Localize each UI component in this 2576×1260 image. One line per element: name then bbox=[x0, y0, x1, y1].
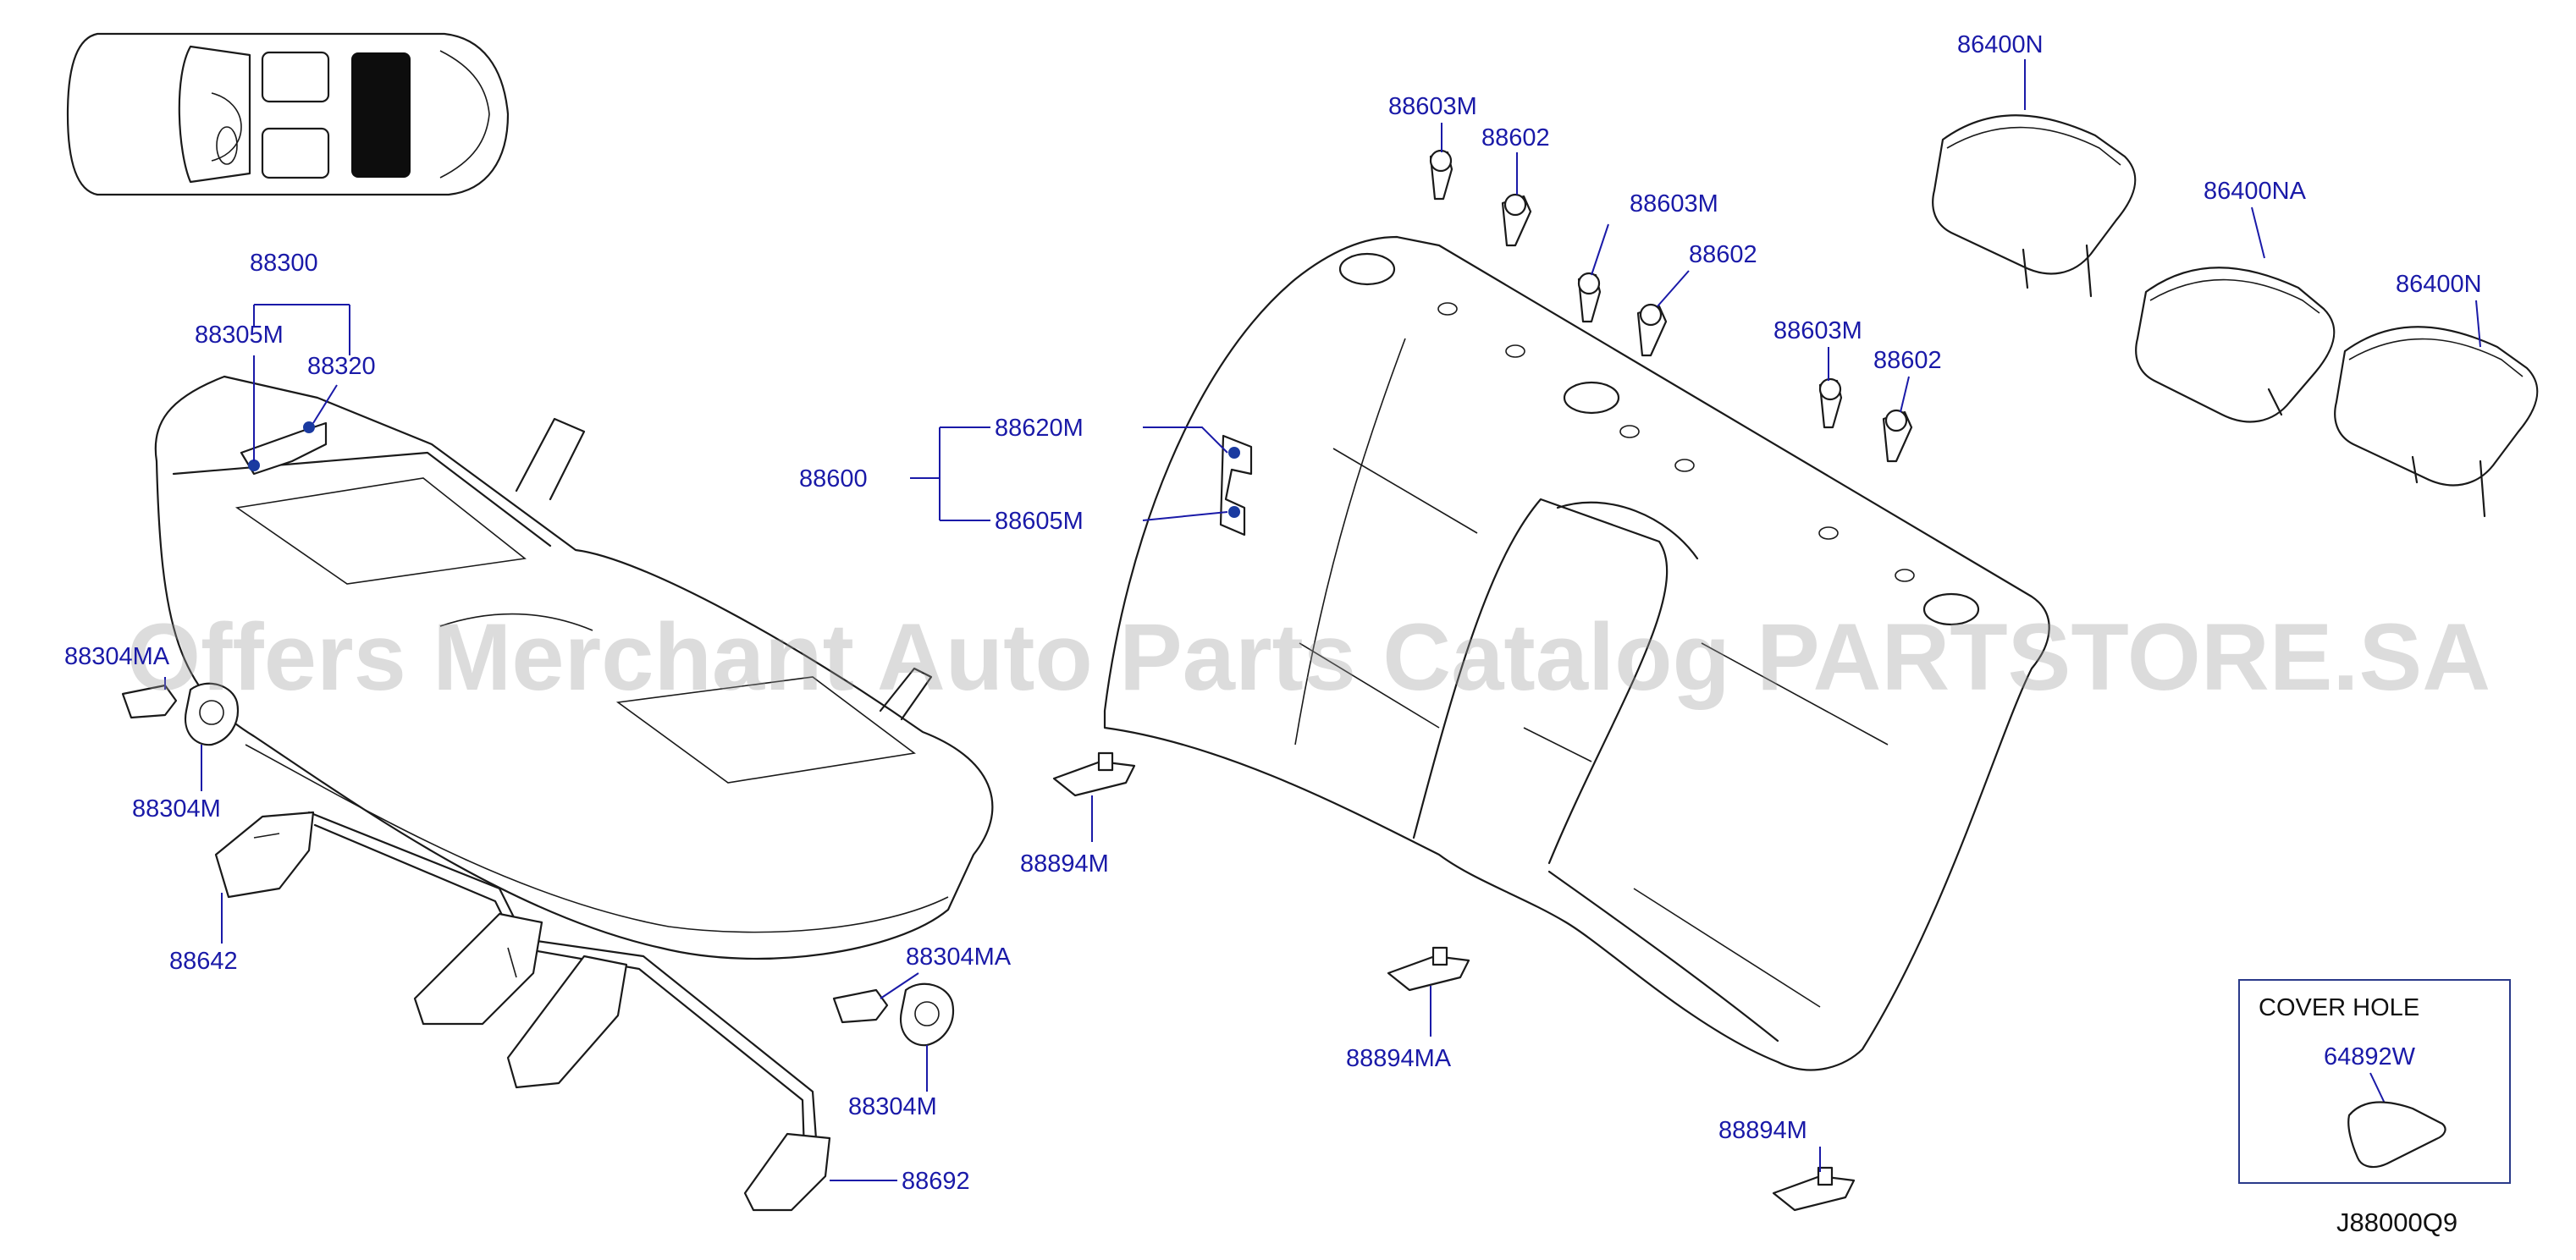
label-86400N-right[interactable]: 86400N bbox=[2396, 271, 2482, 298]
label-88304MA-center[interactable]: 88304MA bbox=[906, 944, 1012, 971]
label-88602-3[interactable]: 88602 bbox=[1873, 347, 1942, 374]
headrest-86400N-left bbox=[1932, 114, 2137, 298]
bracket-88894M-bottom bbox=[1772, 1166, 1856, 1212]
cover-hole-plug-icon bbox=[2347, 1101, 2446, 1169]
clip-88603M-2 bbox=[1577, 272, 1602, 323]
label-88894M-bottom[interactable]: 88894M bbox=[1718, 1117, 1807, 1144]
label-88620M[interactable]: 88620M bbox=[995, 415, 1084, 442]
headrest-86400NA bbox=[2135, 267, 2336, 423]
cushion-frame-drawing bbox=[214, 811, 831, 1212]
watermark-text: Offers Merchant Auto Parts Catalog PARTS… bbox=[127, 604, 2491, 710]
bracket-88894M-left bbox=[1052, 751, 1136, 797]
label-88304M-center[interactable]: 88304M bbox=[848, 1093, 937, 1120]
clip-88603M-1 bbox=[1429, 149, 1453, 201]
label-88602-2[interactable]: 88602 bbox=[1689, 241, 1757, 268]
label-88320[interactable]: 88320 bbox=[307, 353, 376, 380]
clip-88603M-3 bbox=[1818, 377, 1843, 429]
cover-hole-box: COVER HOLE 64892W bbox=[2238, 979, 2511, 1184]
cover-hole-title: COVER HOLE bbox=[2259, 994, 2419, 1021]
label-88602-1[interactable]: 88602 bbox=[1481, 124, 1550, 151]
clip-88602-1 bbox=[1501, 193, 1532, 247]
label-88603M-2[interactable]: 88603M bbox=[1630, 190, 1718, 217]
seat-back-drawing bbox=[1103, 235, 2050, 1071]
label-88894MA[interactable]: 88894MA bbox=[1346, 1045, 1452, 1072]
label-86400N-left[interactable]: 86400N bbox=[1957, 31, 2044, 58]
label-88692[interactable]: 88692 bbox=[902, 1168, 970, 1195]
label-88894M-left[interactable]: 88894M bbox=[1020, 850, 1109, 878]
pad-88600 bbox=[1219, 434, 1253, 536]
fastener-88304-center bbox=[832, 982, 955, 1047]
label-64892W[interactable]: 64892W bbox=[2324, 1043, 2416, 1070]
label-86400NA[interactable]: 86400NA bbox=[2204, 178, 2307, 205]
label-88603M-1[interactable]: 88603M bbox=[1388, 93, 1477, 120]
label-88304M-left[interactable]: 88304M bbox=[132, 795, 221, 823]
fastener-88304-left bbox=[121, 682, 240, 746]
bracket-88894MA bbox=[1387, 946, 1470, 992]
label-88304MA-left[interactable]: 88304MA bbox=[64, 643, 170, 670]
label-88642[interactable]: 88642 bbox=[169, 948, 238, 975]
label-88600[interactable]: 88600 bbox=[799, 465, 868, 492]
label-88305M[interactable]: 88305M bbox=[195, 322, 284, 349]
label-88605M[interactable]: 88605M bbox=[995, 508, 1084, 535]
clip-88602-2 bbox=[1636, 303, 1668, 357]
label-88603M-3[interactable]: 88603M bbox=[1773, 317, 1862, 344]
highlighted-seat-icon bbox=[351, 52, 411, 178]
clip-88602-3 bbox=[1882, 409, 1913, 463]
diagram-code: J88000Q9 bbox=[2336, 1208, 2457, 1237]
seat-cushion-drawing bbox=[154, 375, 994, 960]
label-88300[interactable]: 88300 bbox=[250, 250, 318, 277]
headrest-86400N-right bbox=[2334, 326, 2539, 518]
leader-lines bbox=[164, 59, 2481, 1181]
car-locator-icon bbox=[66, 32, 510, 196]
